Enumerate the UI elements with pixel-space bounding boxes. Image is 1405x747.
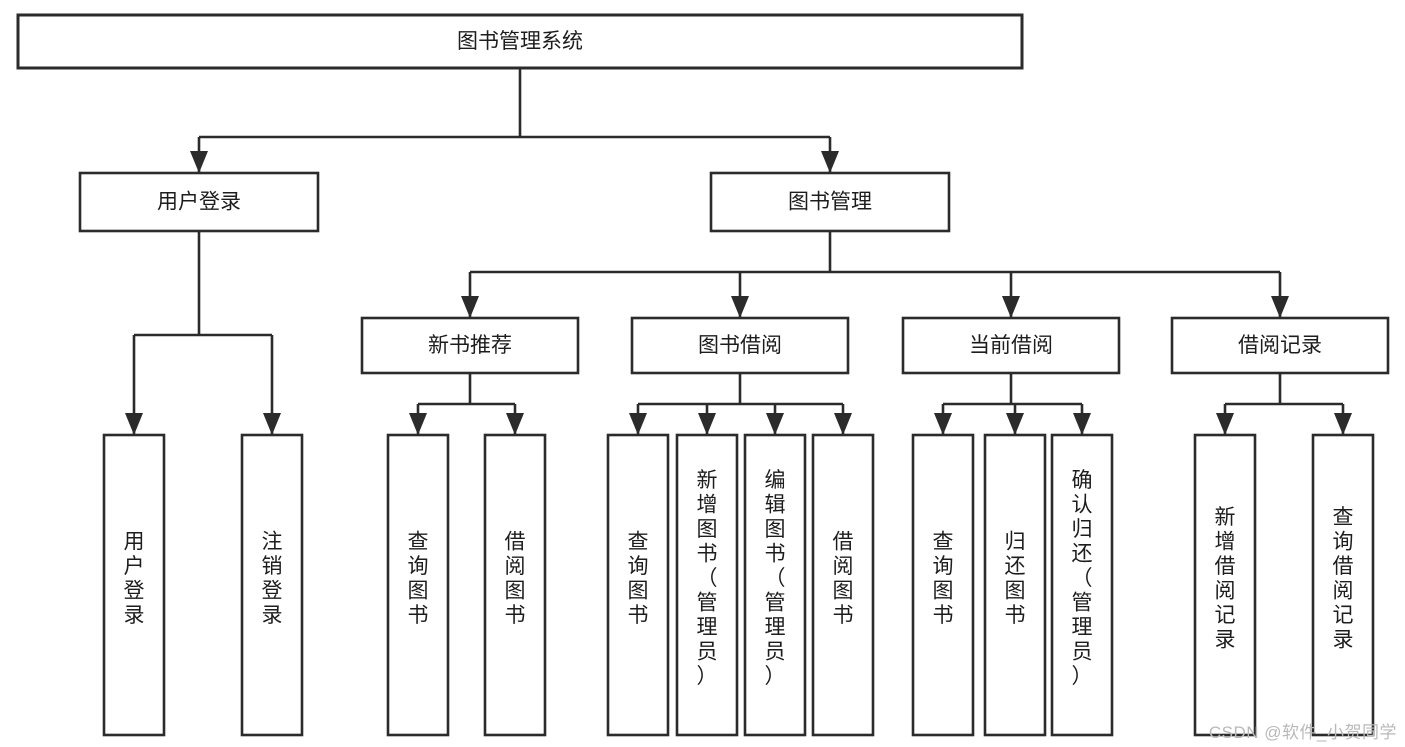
arrow-head-icon xyxy=(731,296,749,318)
node-rect xyxy=(606,433,670,737)
node-label: 用户登录 xyxy=(124,530,145,627)
connector-layer xyxy=(125,68,1352,435)
arrow-head-icon xyxy=(506,413,524,435)
arrow-head-icon xyxy=(190,151,208,173)
arrow-head-icon xyxy=(409,413,427,435)
node-label: 新书推荐 xyxy=(428,334,512,357)
arrow-head-icon xyxy=(461,296,479,318)
node-label: 借阅图书 xyxy=(505,530,526,627)
node-rect xyxy=(811,433,875,737)
arrow-head-icon xyxy=(263,413,281,435)
node-rect xyxy=(709,171,951,233)
watermark-text: CSDN @软件_小贺同学 xyxy=(1208,723,1397,742)
node-label: 图书借阅 xyxy=(698,334,782,357)
node-e5bd93e5898de5809fe99885[interactable]: 当前借阅 xyxy=(901,316,1121,375)
node-rect xyxy=(360,316,580,375)
arrow-head-icon xyxy=(629,413,647,435)
node-label: 编辑图书（管理员） xyxy=(765,469,786,688)
node-rect xyxy=(1050,433,1114,737)
arrow-head-icon xyxy=(934,413,952,435)
node-rect xyxy=(675,433,739,737)
node-rect xyxy=(911,433,975,737)
node-label: 借阅记录 xyxy=(1238,334,1322,357)
arrow-head-icon xyxy=(1216,413,1234,435)
node-label: 图书管理 xyxy=(788,191,872,214)
node-e59bbee4b9a6e7aea1e79086e7b3[interactable]: 图书管理系统 xyxy=(16,13,1024,70)
node-label: 归还图书 xyxy=(1005,530,1026,627)
node-e59bbee4b9a6e7aea1e79086[interactable]: 图书管理 xyxy=(709,171,951,233)
node-e59bbee4b9a6e5809fe99885[interactable]: 图书借阅 xyxy=(630,316,850,375)
node-label: 查询借阅记录 xyxy=(1333,506,1354,652)
arrow-head-icon xyxy=(1002,296,1020,318)
node-rect xyxy=(1193,433,1257,737)
node-rect xyxy=(16,13,1024,70)
node-e794a8e688b7e799bbe5bd95[interactable]: 用户登录 xyxy=(102,433,166,737)
node-e696b0e5a29ee59bbee4b9a6efbc[interactable]: 新增图书（管理员） xyxy=(675,433,739,737)
node-label: 查询图书 xyxy=(933,530,954,627)
arrow-head-icon xyxy=(1271,296,1289,318)
arrow-head-icon xyxy=(125,413,143,435)
node-label: 查询图书 xyxy=(408,530,429,627)
node-rect xyxy=(386,433,450,737)
node-e7bc96e8be91e59bbee4b9a6efbc[interactable]: 编辑图书（管理员） xyxy=(743,433,807,737)
node-label: 新增借阅记录 xyxy=(1215,506,1236,652)
node-rect xyxy=(630,316,850,375)
node-e5809fe99885e8aeb0e5bd95[interactable]: 借阅记录 xyxy=(1170,316,1390,375)
node-e6b3a8e99480e799bbe5bd95[interactable]: 注销登录 xyxy=(240,433,304,737)
node-rect xyxy=(240,433,304,737)
arrow-head-icon xyxy=(1073,413,1091,435)
node-label: 查询图书 xyxy=(628,530,649,627)
node-rect xyxy=(102,433,166,737)
node-e696b0e5a29ee5809fe99885e8ae[interactable]: 新增借阅记录 xyxy=(1193,433,1257,737)
node-rect xyxy=(1170,316,1390,375)
node-label: 用户登录 xyxy=(157,191,241,214)
arrow-head-icon xyxy=(1006,413,1024,435)
node-e69fa5e8afa2e59bbee4b9a6[interactable]: 查询图书 xyxy=(606,433,670,737)
node-rect xyxy=(901,316,1121,375)
node-e5809fe99885e59bbee4b9a6[interactable]: 借阅图书 xyxy=(483,433,547,737)
node-e7a1aee8aea4e5bd92e8bf98efbc[interactable]: 确认归还（管理员） xyxy=(1050,433,1114,737)
node-rect xyxy=(983,433,1047,737)
node-rect xyxy=(483,433,547,737)
arrow-head-icon xyxy=(834,413,852,435)
node-e69fa5e8afa2e5809fe99885e8ae[interactable]: 查询借阅记录 xyxy=(1311,433,1375,737)
arrow-head-icon xyxy=(766,413,784,435)
arrow-head-icon xyxy=(1334,413,1352,435)
arrow-head-icon xyxy=(821,151,839,173)
node-rect xyxy=(1311,433,1375,737)
node-rect xyxy=(78,171,320,233)
node-e69fa5e8afa2e59bbee4b9a6[interactable]: 查询图书 xyxy=(911,433,975,737)
node-label: 图书管理系统 xyxy=(457,30,583,53)
node-e69fa5e8afa2e59bbee4b9a6[interactable]: 查询图书 xyxy=(386,433,450,737)
node-rect xyxy=(743,433,807,737)
node-label: 新增图书（管理员） xyxy=(697,469,718,688)
node-label: 借阅图书 xyxy=(833,530,854,627)
node-e696b0e4b9a6e68ea8e88d90[interactable]: 新书推荐 xyxy=(360,316,580,375)
arrow-head-icon xyxy=(698,413,716,435)
node-e794a8e688b7e799bbe5bd95[interactable]: 用户登录 xyxy=(78,171,320,233)
node-e5bd92e8bf98e59bbee4b9a6[interactable]: 归还图书 xyxy=(983,433,1047,737)
node-layer: 图书管理系统用户登录图书管理用户登录注销登录新书推荐查询图书借阅图书图书借阅查询… xyxy=(16,13,1390,737)
node-label: 确认归还（管理员） xyxy=(1072,469,1093,688)
node-e5809fe99885e59bbee4b9a6[interactable]: 借阅图书 xyxy=(811,433,875,737)
node-label: 注销登录 xyxy=(262,530,283,627)
node-label: 当前借阅 xyxy=(969,334,1053,357)
